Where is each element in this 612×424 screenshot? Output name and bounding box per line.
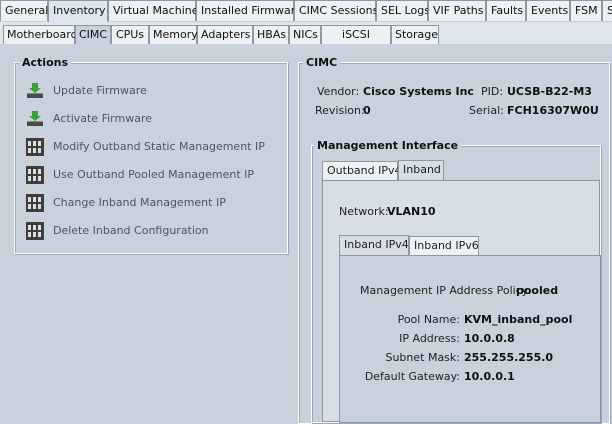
tab-virtual-machines[interactable]: Virtual Machines [108,0,204,21]
tab-s-truncated[interactable]: S [602,0,612,21]
network-ip-icon [25,193,45,213]
policy-value: pooled [516,284,559,297]
cimc-group: CIMC Vendor: Cisco Systems Inc PID: UCSB… [298,56,610,424]
tab-vif-paths[interactable]: VIF Paths [428,0,486,21]
management-interface-group: Management Interface Outband IPv4 Inband… [311,139,601,423]
tab-outband-ipv4[interactable]: Outband IPv4 [322,161,402,180]
subtab-adapters[interactable]: Adapters [197,25,253,44]
vendor-label: Vendor: [317,85,360,98]
top-tab-bar: General Inventory Virtual Machines Insta… [0,0,612,23]
subtab-hbas[interactable]: HBAs [253,25,289,44]
tab-general[interactable]: General [0,0,48,21]
change-inband-ip-label: Change Inband Management IP [53,196,226,209]
subnet-mask-value: 255.255.255.0 [464,351,554,364]
revision-value: 0 [363,104,371,117]
inband-panel: Network: VLAN10 Inband IPv4 Inband IPv6 … [322,180,601,423]
network-ip-icon [25,221,45,241]
cimc-title: CIMC [303,56,341,69]
revision-label: Revision: [315,104,365,117]
tab-cimc-sessions[interactable]: CIMC Sessions [294,0,378,21]
inband-ipv4-panel: Management IP Address Policy: pooled Poo… [339,255,601,423]
subtab-storage[interactable]: Storage [391,25,439,44]
tab-inventory[interactable]: Inventory [48,0,108,22]
network-ip-icon [25,165,45,185]
download-firmware-icon [25,81,45,101]
network-ip-icon [25,137,45,157]
pid-label: PID: [481,85,504,98]
content-area: Actions Update Firmware Activate Firmwar… [0,44,612,424]
tab-inband-ipv6[interactable]: Inband IPv6 [409,236,479,255]
tab-sel-logs[interactable]: SEL Logs [376,0,430,21]
tab-inband[interactable]: Inband [398,160,444,180]
pid-value: UCSB-B22-M3 [507,85,592,98]
network-label: Network: [339,205,389,218]
pool-name-label: Pool Name: [397,313,460,326]
ip-address-label: IP Address: [399,332,460,345]
activate-firmware-icon [25,109,45,129]
use-outband-pooled-ip-label: Use Outband Pooled Management IP [53,168,255,181]
policy-label: Management IP Address Policy: [360,284,532,297]
tab-installed-firmware[interactable]: Installed Firmware [196,0,302,21]
update-firmware-label: Update Firmware [53,84,147,97]
management-interface-title: Management Interface [314,139,462,152]
subtab-memory[interactable]: Memory [149,25,198,44]
subtab-motherboard[interactable]: Motherboard [3,25,78,44]
pool-name-value: KVM_inband_pool [464,313,573,326]
default-gateway-label: Default Gateway: [364,370,460,383]
subtab-cimc[interactable]: CIMC [75,25,111,45]
tab-faults[interactable]: Faults [486,0,526,21]
tab-events[interactable]: Events [526,0,570,21]
vendor-value: Cisco Systems Inc [363,85,474,98]
modify-outband-static-ip-label: Modify Outband Static Management IP [53,140,265,153]
actions-title: Actions [19,56,71,69]
delete-inband-config-label: Delete Inband Configuration [53,224,209,237]
subtab-cpus[interactable]: CPUs [111,25,149,44]
serial-value: FCH16307W0U [507,104,599,117]
network-value: VLAN10 [387,205,436,218]
ip-address-value: 10.0.0.8 [464,332,515,345]
subtab-nics[interactable]: NICs [289,25,321,44]
subtab-iscsi-vnics[interactable]: iSCSI vNICs [321,25,391,59]
sub-tab-bar: Motherboard CIMC CPUs Memory Adapters HB… [0,22,612,59]
subnet-mask-label: Subnet Mask: [385,351,460,364]
tab-inband-ipv4[interactable]: Inband IPv4 [339,235,409,255]
activate-firmware-label: Activate Firmware [53,112,152,125]
actions-group: Actions Update Firmware Activate Firmwar… [14,56,288,254]
default-gateway-value: 10.0.0.1 [464,370,515,383]
tab-fsm[interactable]: FSM [570,0,602,21]
serial-label: Serial: [469,104,504,117]
